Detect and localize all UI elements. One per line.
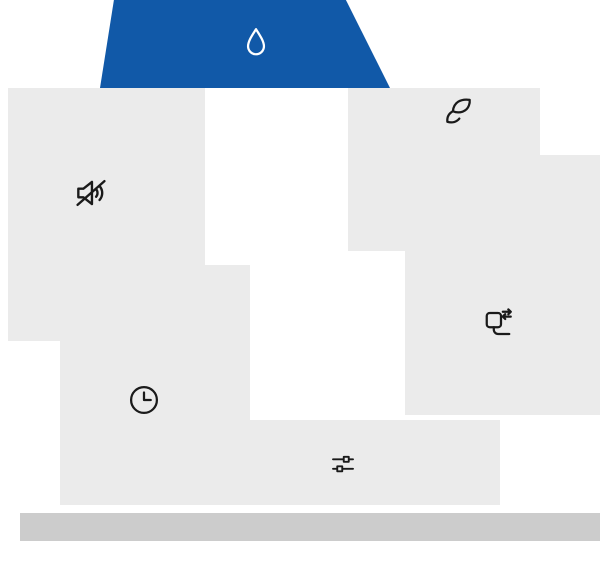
water-drop-icon (238, 25, 274, 61)
clock-icon (126, 382, 162, 418)
bottom-bar (20, 513, 600, 541)
volume-muted-icon (72, 174, 110, 212)
eco-leaves-icon (440, 94, 476, 130)
tile-settings[interactable] (205, 420, 500, 505)
plug-transfer-icon (480, 304, 516, 340)
sliders-icon (328, 449, 358, 479)
tab-water[interactable] (100, 0, 390, 88)
tile-connect[interactable] (405, 155, 600, 415)
